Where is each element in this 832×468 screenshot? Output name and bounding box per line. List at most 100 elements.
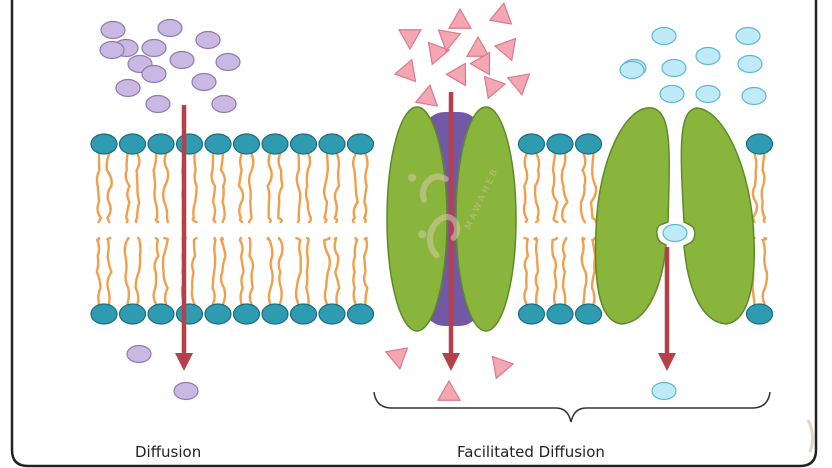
lipid-tail-lower (161, 236, 170, 306)
diffusion-label: Diffusion (135, 443, 201, 461)
pink-molecule-below (436, 379, 462, 401)
lipid-tail-upper (95, 152, 103, 224)
lipid-tail-upper (219, 152, 227, 224)
lipid-tail-upper (124, 152, 132, 224)
lipid-tail-lower (106, 236, 113, 306)
phospholipid-heads (90, 133, 774, 325)
pink-molecule-above (493, 37, 517, 62)
lipid-tail-lower (294, 236, 302, 306)
phospholipid-head (232, 303, 261, 325)
pink-molecule-above (397, 29, 423, 51)
lilac-molecule-above (195, 30, 221, 50)
lipid-tail-upper (266, 152, 273, 224)
lipid-tail-lower (134, 236, 142, 306)
phospholipid-head (118, 303, 147, 325)
pink-molecule-above (469, 51, 491, 76)
lipid-tail-upper (362, 152, 369, 224)
phospholipid-head (745, 133, 774, 155)
lipid-tail-lower (238, 236, 245, 306)
phospholipid-head (574, 133, 603, 155)
lipid-tail-lower (333, 236, 341, 306)
pink-molecule-below (491, 355, 515, 380)
lipid-tail-lower (219, 236, 227, 306)
lipid-tail-upper (134, 152, 141, 224)
lipid-tail-lower (523, 236, 530, 306)
lilac-molecule-below (126, 344, 152, 364)
lilac-molecule-above (191, 72, 217, 92)
phospholipid-head (517, 303, 546, 325)
phospholipid-head (175, 303, 204, 325)
pink-molecule-above (506, 73, 531, 97)
lipid-tail-lower (305, 236, 310, 306)
phospholipid-head (318, 303, 346, 325)
lipid-tail-lower (152, 236, 160, 306)
cyan-molecule-above (737, 54, 763, 74)
phospholipid-head (90, 133, 118, 155)
cyan-molecule-above (619, 60, 645, 80)
lipid-tail-upper (760, 152, 767, 224)
phospholipid-head (289, 303, 318, 325)
pink-molecule-below (384, 347, 409, 371)
lipid-tail-lower (551, 236, 559, 306)
lipid-tail-upper (333, 152, 341, 224)
phospholipid-head (147, 133, 175, 155)
pink-molecule-above (445, 62, 467, 87)
channel-subunit-right (455, 106, 517, 332)
lilac-molecule-above (100, 20, 126, 40)
lipid-tail-upper (105, 152, 113, 224)
lipid-tail-lower (277, 236, 284, 306)
lipid-tail-lower (95, 236, 102, 306)
pink-molecule-above (393, 58, 417, 83)
lipid-tail-upper (295, 152, 302, 224)
phospholipid-head (118, 133, 147, 155)
lipid-tail-upper (322, 152, 330, 224)
lipid-tail-upper (277, 152, 284, 224)
phospholipid-head (261, 303, 289, 325)
lipid-tail-upper (351, 152, 360, 224)
facilitated-diffusion-label: Facilitated Diffusion (457, 443, 605, 461)
lilac-molecule-above (115, 78, 141, 98)
phospholipid-head (574, 303, 603, 325)
phospholipid-head (546, 303, 574, 325)
lilac-molecule-above (215, 52, 241, 72)
lipid-tail-lower (352, 236, 359, 306)
cyan-molecule-above (659, 84, 685, 104)
lilac-molecule-above (99, 40, 125, 60)
cyan-molecule-in-carrier (662, 223, 688, 243)
watermark-logo (408, 173, 461, 259)
cyan-molecule-above (695, 46, 721, 66)
lilac-molecule-above (157, 18, 183, 38)
lipid-tail-upper (304, 152, 313, 224)
pink-molecule-above (414, 83, 439, 107)
phospholipid-head (204, 303, 232, 325)
lipid-tail-lower (266, 236, 274, 306)
lipid-tail-upper (751, 152, 759, 224)
cyan-molecule-above (735, 26, 761, 46)
lipid-tail-lower (580, 236, 588, 306)
phospholipid-head (318, 133, 346, 155)
lipid-tail-lower (211, 236, 217, 306)
phospholipid-head (147, 303, 175, 325)
phospholipid-head (232, 133, 261, 155)
lipid-tail-lower (247, 236, 255, 306)
lipid-tail-upper (237, 152, 245, 224)
lipid-tail-upper (533, 152, 541, 224)
lipid-tail-lower (590, 236, 597, 306)
lipid-tail-upper (161, 152, 170, 224)
lipid-tail-upper (191, 152, 198, 224)
edge-ornament (806, 419, 815, 453)
pink-molecule-above (488, 1, 513, 25)
phospholipid-head (204, 133, 232, 155)
lilac-molecule-above (141, 64, 167, 84)
cyan-molecule-below (651, 381, 677, 401)
phospholipid-head (289, 133, 318, 155)
lipid-tail-upper (152, 152, 160, 224)
phospholipid-head (346, 303, 375, 325)
lilac-molecule-above (145, 94, 171, 114)
cyan-molecule-above (695, 84, 721, 104)
phospholipid-head (175, 133, 204, 155)
lipid-tail-upper (522, 152, 529, 224)
carrier-subunit-left (594, 107, 670, 325)
pink-molecule-above (465, 35, 491, 57)
lilac-molecule-below (173, 381, 199, 401)
